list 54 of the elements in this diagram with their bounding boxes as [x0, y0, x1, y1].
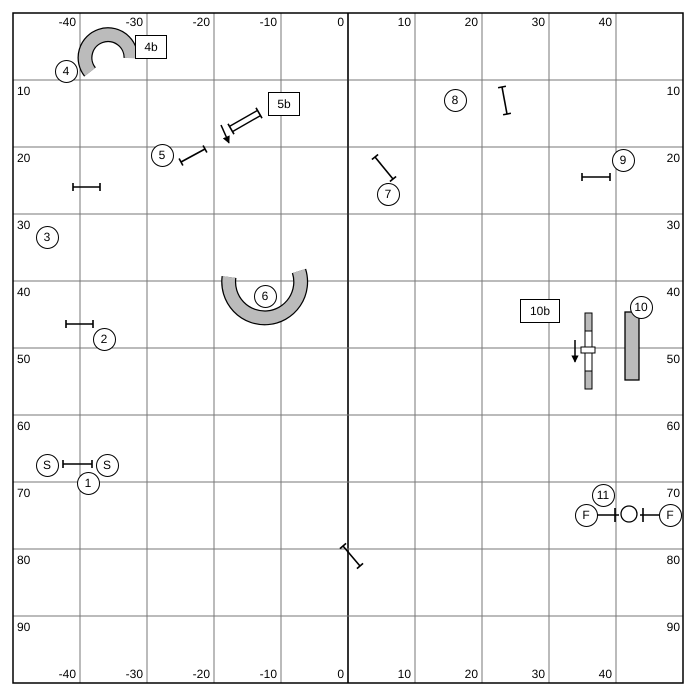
- label-box: 4b: [135, 35, 167, 59]
- label-box: 5b: [268, 92, 300, 116]
- axis-tick-label: 60: [666, 419, 680, 433]
- axis-tick-label: 50: [666, 352, 680, 366]
- number-marker: 11: [592, 484, 614, 506]
- axis-tick-label: 0: [337, 15, 344, 29]
- axis-tick-label: 30: [17, 218, 30, 232]
- axis-tick-label: 90: [17, 620, 30, 634]
- axis-tick-label: 70: [17, 486, 30, 500]
- axis-tick-label: 40: [598, 667, 612, 681]
- axis-tick-label: 10: [398, 15, 411, 29]
- axis-tick-label: -20: [192, 667, 210, 681]
- axis-tick-label: -40: [58, 667, 76, 681]
- axis-tick-label: 20: [464, 667, 478, 681]
- axis-tick-label: 70: [666, 486, 680, 500]
- label-box: 10b: [520, 299, 560, 323]
- axis-tick-label: -10: [260, 667, 277, 681]
- number-marker: 2: [92, 328, 116, 350]
- axis-tick-label: -30: [126, 15, 143, 29]
- axis-tick-label: 80: [17, 553, 30, 567]
- axis-tick-label: -10: [260, 15, 277, 29]
- number-marker: 9: [612, 148, 634, 172]
- axis-tick-label: -20: [192, 15, 210, 29]
- axis-tick-label: 20: [464, 15, 478, 29]
- axis-tick-label: 30: [532, 667, 545, 681]
- number-marker: F: [658, 504, 682, 526]
- number-marker: 1: [76, 472, 100, 494]
- axis-tick-label: 90: [666, 620, 680, 634]
- axis-tick-label: 40: [17, 285, 30, 299]
- axis-tick-label: 20: [17, 151, 30, 165]
- number-marker: 7: [376, 182, 400, 206]
- axis-tick-label: 10: [666, 84, 680, 98]
- number-marker: S: [96, 454, 118, 476]
- axis-tick-label: 40: [666, 285, 680, 299]
- axis-tick-label: 60: [17, 419, 30, 433]
- number-marker: 5: [150, 144, 174, 166]
- number-marker: 10: [630, 296, 652, 318]
- axis-tick-label: 10: [398, 667, 411, 681]
- axis-tick-label: 50: [17, 352, 30, 366]
- axis-tick-label: -40: [58, 15, 76, 29]
- axis-tick-label: 30: [666, 218, 680, 232]
- axis-tick-label: -30: [126, 667, 143, 681]
- number-marker: 6: [254, 284, 276, 308]
- number-marker: S: [36, 454, 58, 476]
- axis-tick-label: 30: [532, 15, 545, 29]
- number-marker: 8: [444, 88, 466, 112]
- number-marker: 3: [36, 226, 58, 248]
- axis-tick-label: 20: [666, 151, 680, 165]
- axis-tick-label: 0: [337, 667, 344, 681]
- axis-tick-label: 80: [666, 553, 680, 567]
- number-marker: F: [574, 504, 598, 526]
- number-marker: 4: [54, 60, 78, 82]
- axis-tick-label: 40: [598, 15, 612, 29]
- axis-tick-label: 10: [17, 84, 30, 98]
